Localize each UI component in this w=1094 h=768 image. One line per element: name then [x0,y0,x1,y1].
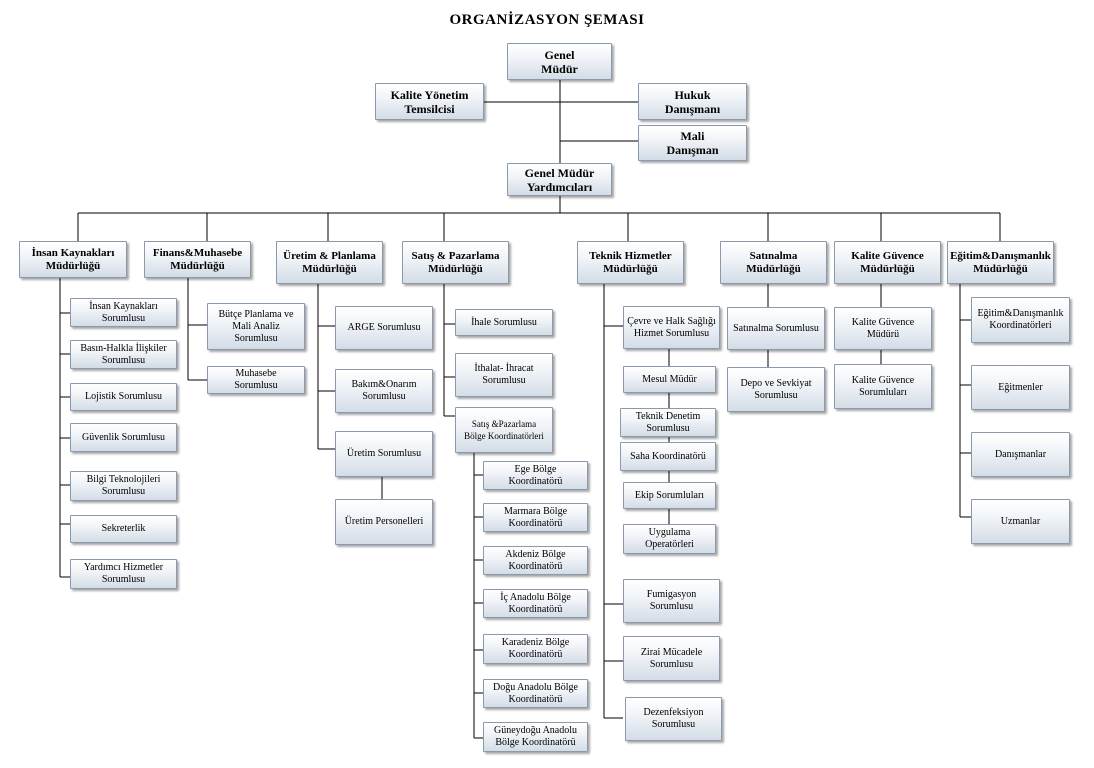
dezenfeksiyon-box: Dezenfeksiyon Sorumlusu [625,697,722,741]
kalite-yonetim-temsilcisi-box: Kalite Yönetim Temsilcisi [375,83,484,120]
mali-danisman-box: Mali Danışman [638,125,747,161]
arge-sorumlusu-box: ARGE Sorumlusu [335,306,433,350]
ithalat-ihracat-box: İthalat- İhracat Sorumlusu [455,353,553,397]
butce-planlama-box: Bütçe Planlama ve Mali Analiz Sorumlusu [207,303,305,350]
uretim-personelleri-box: Üretim Personelleri [335,499,433,545]
basin-halkla-iliskiler-box: Basın-Halkla İlişkiler Sorumlusu [70,340,177,369]
genel-mudur-yardimcilari-box: Genel Müdür Yardımcıları [507,163,612,196]
muhasebe-sorumlusu-box: Muhasebe Sorumlusu [207,366,305,394]
teknik-hizmetler-mudurlugu-box: Teknik Hizmetler Müdürlüğü [577,241,684,284]
cevre-halk-sagligi-box: Çevre ve Halk Sağlığı Hizmet Sorumlusu [623,306,720,349]
uzmanlar-box: Uzmanlar [971,499,1070,544]
karadeniz-bolge-box: Karadeniz Bölge Koordinatörü [483,634,588,664]
egitim-danismanlik-mudurlugu-box: Eğitim&Danışmanlık Müdürlüğü [947,241,1054,284]
uygulama-operatorleri-box: Uygulama Operatörleri [623,524,716,554]
akdeniz-bolge-box: Akdeniz Bölge Koordinatörü [483,546,588,575]
teknik-denetim-box: Teknik Denetim Sorumlusu [620,408,716,437]
dogu-anadolu-bolge-box: Doğu Anadolu Bölge Koordinatörü [483,679,588,708]
egitmenler-box: Eğitmenler [971,365,1070,410]
mesul-mudur-box: Mesul Müdür [623,366,716,393]
kalite-guvence-muduru-box: Kalite Güvence Müdürü [834,307,932,350]
finans-muhasebe-mudurlugu-box: Finans&Muhasebe Müdürlüğü [144,241,251,278]
egitim-danismanlik-koordinatorleri-box: Eğitim&Danışmanlık Koordinatörleri [971,297,1070,343]
genel-mudur-box: Genel Müdür [507,43,612,80]
satinalma-mudurlugu-box: Satınalma Müdürlüğü [720,241,827,284]
lojistik-sorumlusu-box: Lojistik Sorumlusu [70,383,177,411]
insan-kaynaklari-mudurlugu-box: İnsan Kaynakları Müdürlüğü [19,241,127,278]
ihale-sorumlusu-box: İhale Sorumlusu [455,309,553,336]
marmara-bolge-box: Marmara Bölge Koordinatörü [483,503,588,532]
sekreterlik-box: Sekreterlik [70,515,177,543]
ekip-sorumlulari-box: Ekip Sorumluları [623,482,716,509]
satinalma-sorumlusu-box: Satınalma Sorumlusu [727,307,825,350]
uretim-planlama-mudurlugu-box: Üretim & Planlama Müdürlüğü [276,241,383,284]
satis-pazarlama-mudurlugu-box: Satış & Pazarlama Müdürlüğü [402,241,509,284]
uretim-sorumlusu-box: Üretim Sorumlusu [335,431,433,477]
zirai-mucadele-box: Zirai Mücadele Sorumlusu [623,636,720,681]
hukuk-danismani-box: Hukuk Danışmanı [638,83,747,120]
depo-sevkiyat-box: Depo ve Sevkiyat Sorumlusu [727,367,825,412]
kalite-guvence-mudurlugu-box: Kalite Güvence Müdürlüğü [834,241,941,284]
bilgi-teknolojileri-box: Bilgi Teknolojileri Sorumlusu [70,471,177,501]
guvenlik-sorumlusu-box: Güvenlik Sorumlusu [70,423,177,452]
page-title: ORGANİZASYON ŞEMASI [449,12,645,28]
ik-sorumlusu-box: İnsan Kaynakları Sorumlusu [70,298,177,327]
guneydogu-anadolu-bolge-box: Güneydoğu Anadolu Bölge Koordinatörü [483,722,588,752]
fumigasyon-box: Fumigasyon Sorumlusu [623,579,720,623]
yardimci-hizmetler-box: Yardımcı Hizmetler Sorumlusu [70,559,177,589]
kalite-guvence-sorumlulari-box: Kalite Güvence Sorumluları [834,364,932,409]
bolge-koordinatorleri-box: Satış &Pazarlama Bölge Koordinatörleri [455,407,553,453]
bakim-onarim-box: Bakım&Onarım Sorumlusu [335,369,433,413]
ic-anadolu-bolge-box: İç Anadolu Bölge Koordinatörü [483,589,588,618]
danismanlar-box: Danışmanlar [971,432,1070,477]
ege-bolge-box: Ege Bölge Koordinatörü [483,461,588,490]
saha-koordinatoru-box: Saha Koordinatörü [620,442,716,471]
